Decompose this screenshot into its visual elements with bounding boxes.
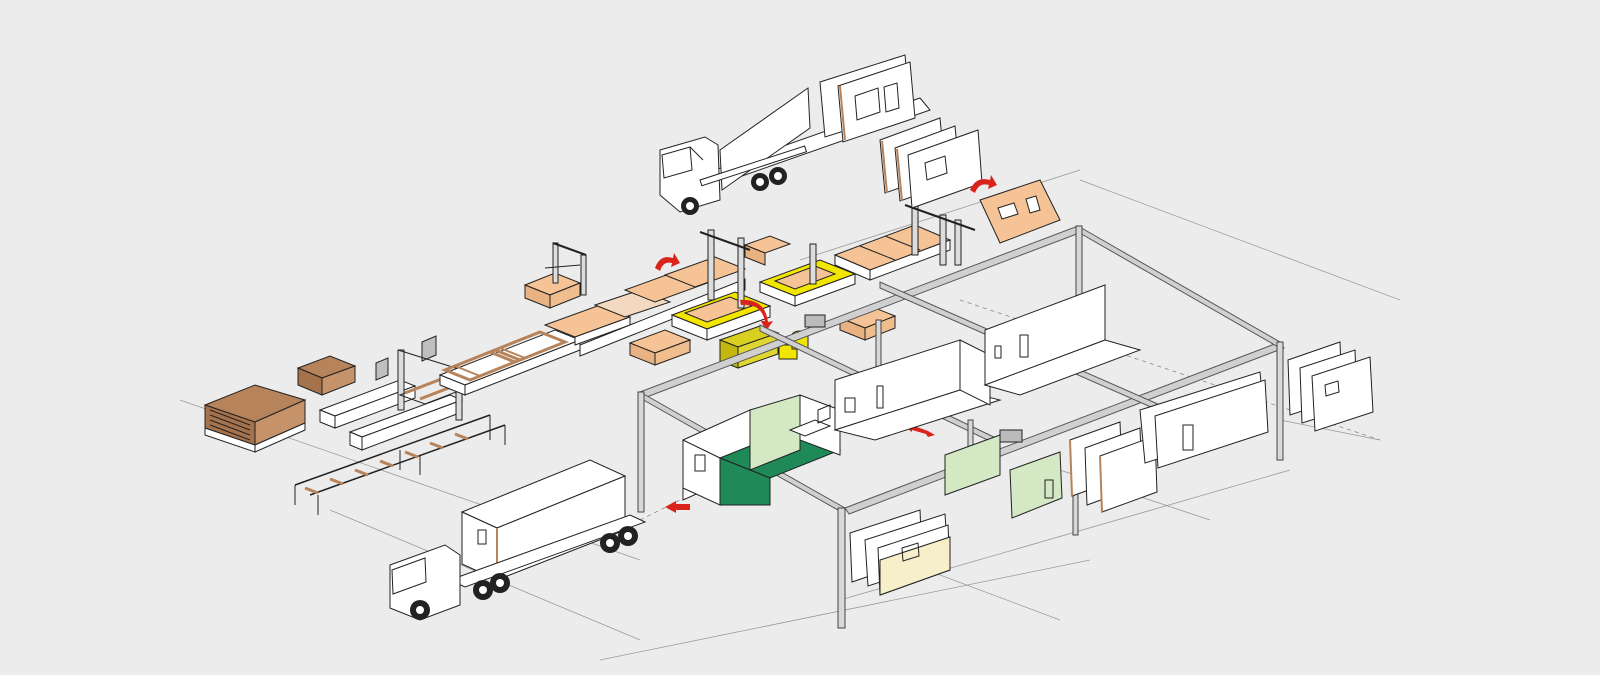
insulation-station (670, 229, 857, 369)
panel-rack (879, 117, 983, 209)
timber-stack (203, 355, 357, 453)
curved-arrow-icon (655, 175, 997, 331)
wall-tilt-table (833, 179, 1061, 281)
stud-frame-assembly (294, 335, 506, 515)
truck-icon (659, 54, 931, 215)
module-loading (389, 459, 647, 621)
sheathing-station (438, 235, 897, 396)
module-unit (682, 284, 1374, 596)
roller-conveyor (294, 414, 506, 515)
